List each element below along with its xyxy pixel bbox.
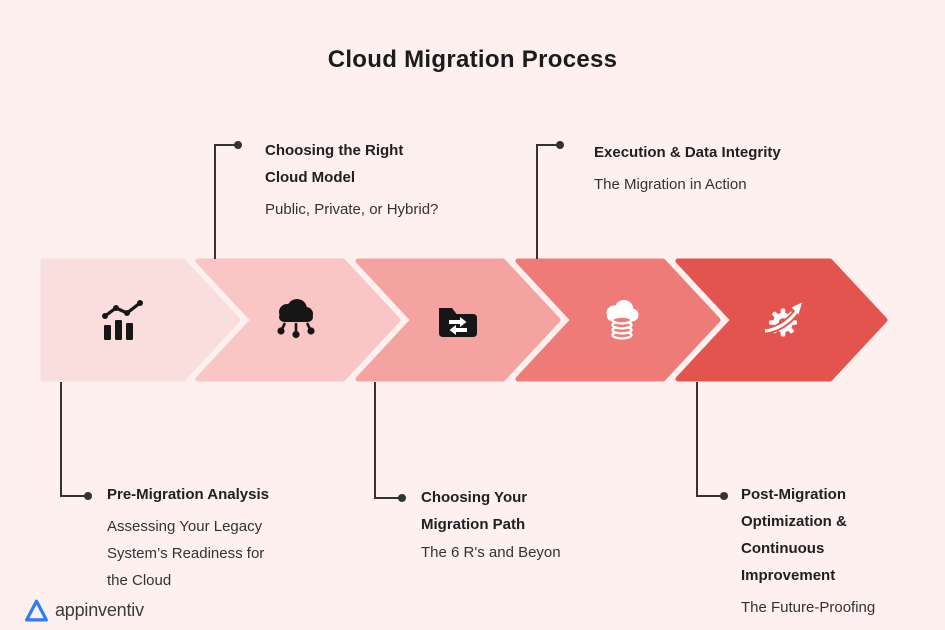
connector-dot xyxy=(84,492,92,500)
connector-dot xyxy=(234,141,242,149)
connector-line xyxy=(536,144,560,146)
brand-logo: appinventiv xyxy=(24,598,144,623)
connector-dot xyxy=(556,141,564,149)
callout-subtitle: Assessing Your Legacy System’s Readiness… xyxy=(107,518,265,589)
connector-dot xyxy=(720,492,728,500)
callout-subtitle: The Future-Proofing xyxy=(741,599,876,616)
gear-growth-icon xyxy=(764,302,802,337)
callout-subtitle: The 6 R's and Beyon xyxy=(421,544,561,561)
callout-title: Choosing Your Migration Path xyxy=(421,489,528,533)
brand-name: appinventiv xyxy=(55,600,144,620)
folder-transfer-icon xyxy=(439,308,477,337)
connector-line xyxy=(536,145,538,259)
cloud-network-icon xyxy=(277,299,315,339)
callout-step-1: Pre-Migration Analysis Assessing Your Le… xyxy=(107,481,269,594)
callout-step-5: Post-Migration Optimization & Continuous… xyxy=(741,481,875,621)
callout-title: Choosing the Right Cloud Model xyxy=(265,142,404,186)
callout-step-4: Execution & Data Integrity The Migration… xyxy=(594,139,781,198)
connector-line xyxy=(374,382,376,499)
connector-line xyxy=(60,495,86,497)
callout-title: Post-Migration Optimization & Continuous… xyxy=(741,486,847,584)
bar-chart-trend-icon xyxy=(102,300,143,340)
connector-line xyxy=(214,144,238,146)
callout-step-3: Choosing Your Migration Path The 6 R's a… xyxy=(421,484,561,566)
connector-line xyxy=(374,497,400,499)
connector-line xyxy=(214,145,216,259)
connector-line xyxy=(696,382,698,497)
callout-title: Execution & Data Integrity xyxy=(594,144,781,161)
callout-title: Pre-Migration Analysis xyxy=(107,486,269,503)
callout-step-2: Choosing the Right Cloud Model Public, P… xyxy=(265,137,438,223)
appinventiv-logo-icon xyxy=(25,599,48,622)
connector-line xyxy=(60,382,62,497)
page-title: Cloud Migration Process xyxy=(327,46,618,73)
cloud-database-icon xyxy=(606,300,639,340)
connector-line xyxy=(696,495,722,497)
callout-subtitle: The Migration in Action xyxy=(594,176,747,193)
callout-subtitle: Public, Private, or Hybrid? xyxy=(265,201,439,218)
connector-dot xyxy=(398,494,406,502)
chevron-step-1 xyxy=(40,258,241,382)
